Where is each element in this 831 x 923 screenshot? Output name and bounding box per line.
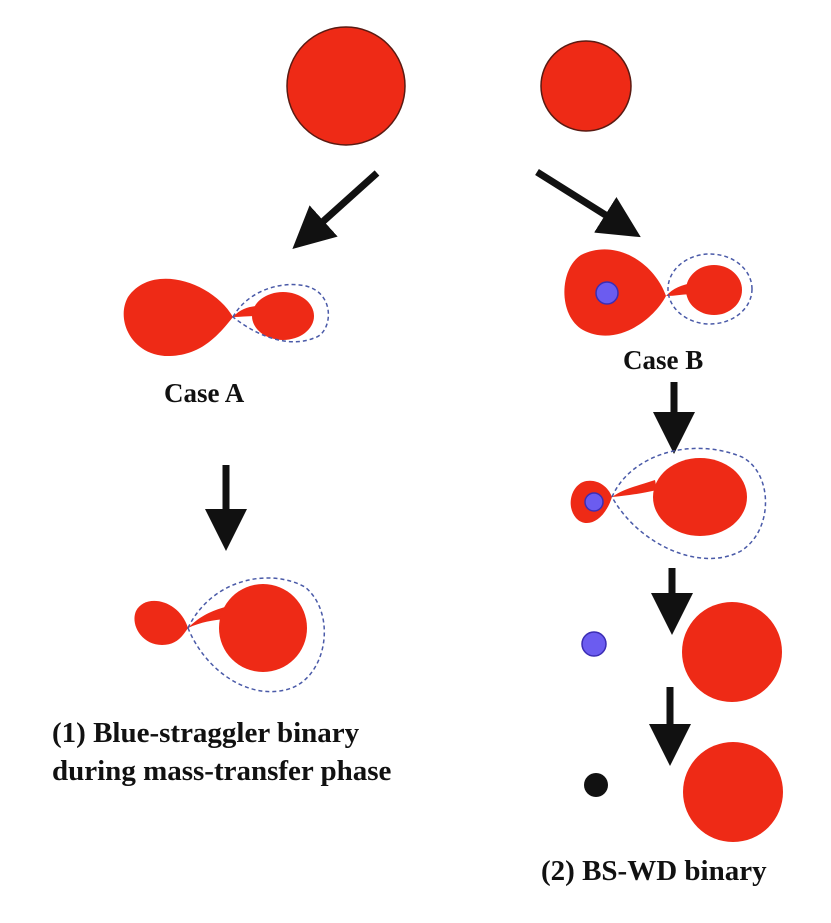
case-b2-accretor-star: [653, 458, 747, 536]
case-b-binary: [564, 249, 753, 336]
case-b-reversed-transfer: [570, 447, 767, 560]
arrow-to-case-b: [535, 169, 641, 238]
arrow-to-case-a: [292, 170, 380, 250]
bs-accretion-stream: [188, 607, 226, 628]
blue-straggler-star-final: [683, 742, 783, 842]
case-b-accretor-star: [686, 265, 742, 315]
case-a-roche-lobe: [232, 283, 330, 343]
case-b2-accretion-stream: [612, 480, 657, 497]
case-b3-blue-straggler-star: [682, 602, 782, 702]
case-a-label: Case A: [164, 378, 245, 408]
white-dwarf: [584, 773, 608, 797]
case-b-roche-lobe: [667, 253, 753, 325]
bs-wd-binary-caption: (2) BS-WD binary: [541, 855, 767, 887]
caption-1-line-2: during mass-transfer phase: [52, 755, 392, 787]
case-b-post-transfer: [581, 602, 782, 702]
bs-wd-binary: [584, 742, 783, 842]
initial-primary-star: [286, 26, 406, 146]
case-b3-blue-core: [581, 631, 607, 657]
case-a-binary: [123, 278, 330, 357]
case-b-core-blue: [595, 281, 619, 305]
case-b2-core-blue: [584, 492, 604, 512]
bs-donor-star: [134, 600, 188, 645]
caption-1-line-1: (1) Blue-straggler binary: [52, 717, 360, 749]
blue-straggler-binary: [134, 577, 326, 693]
case-a-accretion-stream: [233, 306, 256, 317]
initial-secondary-star: [540, 40, 632, 132]
case-b-label: Case B: [623, 345, 704, 375]
bs-accretor-star: [219, 584, 307, 672]
case-a-accretor-star: [252, 292, 314, 340]
bs-roche-lobe: [187, 577, 326, 693]
blue-straggler-binary-caption: (1) Blue-straggler binary during mass-tr…: [52, 714, 391, 790]
case-a-donor-star: [123, 278, 233, 357]
